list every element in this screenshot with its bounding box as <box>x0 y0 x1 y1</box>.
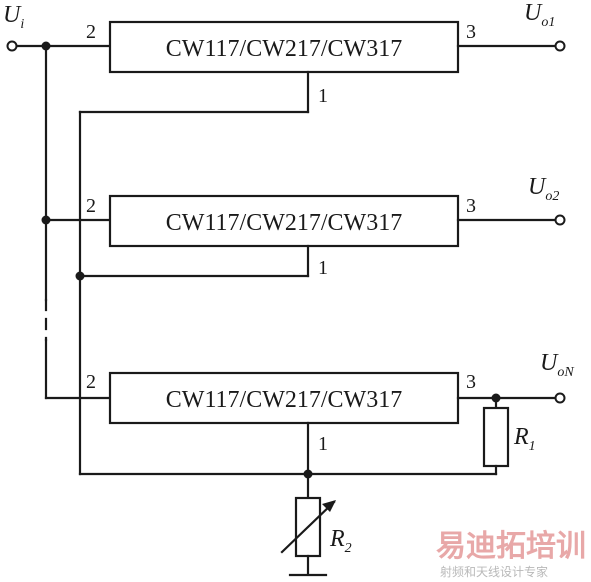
regulator-1: CW117/CW217/CW317 2 3 1 <box>86 20 476 107</box>
r2-label: R2 <box>329 526 352 556</box>
regulator-2: CW117/CW217/CW317 2 3 1 <box>86 194 476 279</box>
output-terminal-1 <box>554 40 566 52</box>
pin-label: 3 <box>466 21 476 43</box>
regulator-body <box>108 371 460 425</box>
watermark-brand: 易迪拓培训 <box>436 529 586 564</box>
regulator-body <box>108 20 460 74</box>
junction-dot <box>41 41 51 51</box>
pin-label: 2 <box>86 195 96 217</box>
pin-label: 2 <box>86 21 96 43</box>
r1-label: R1 <box>513 424 536 454</box>
regulator-part-number: CW117/CW217/CW317 <box>166 36 402 62</box>
output-terminal-3 <box>554 392 566 404</box>
variable-arrow <box>280 500 336 554</box>
pin-label: 2 <box>86 371 96 393</box>
regulator-part-number: CW117/CW217/CW317 <box>166 387 402 413</box>
regulator-3: CW117/CW217/CW317 2 3 1 <box>86 371 476 455</box>
output-label-3: UoN <box>540 350 574 380</box>
output-label-2: Uo2 <box>528 174 559 204</box>
junction-dot <box>41 215 51 225</box>
pin-label: 1 <box>318 85 328 107</box>
arrow-head-icon <box>322 500 336 512</box>
input-label: Ui <box>3 2 24 32</box>
watermark-tagline: 射频和天线设计专家 <box>440 564 548 579</box>
junction-dot <box>303 469 313 479</box>
pin-label: 3 <box>466 371 476 393</box>
output-label-1: Uo1 <box>524 0 555 30</box>
pin-label: 3 <box>466 195 476 217</box>
pin-label: 1 <box>318 257 328 279</box>
input-terminal <box>6 40 18 52</box>
resistor-r1 <box>482 406 510 468</box>
pin-label: 1 <box>318 433 328 455</box>
output-terminal-2 <box>554 214 566 226</box>
regulator-part-number: CW117/CW217/CW317 <box>166 210 402 236</box>
